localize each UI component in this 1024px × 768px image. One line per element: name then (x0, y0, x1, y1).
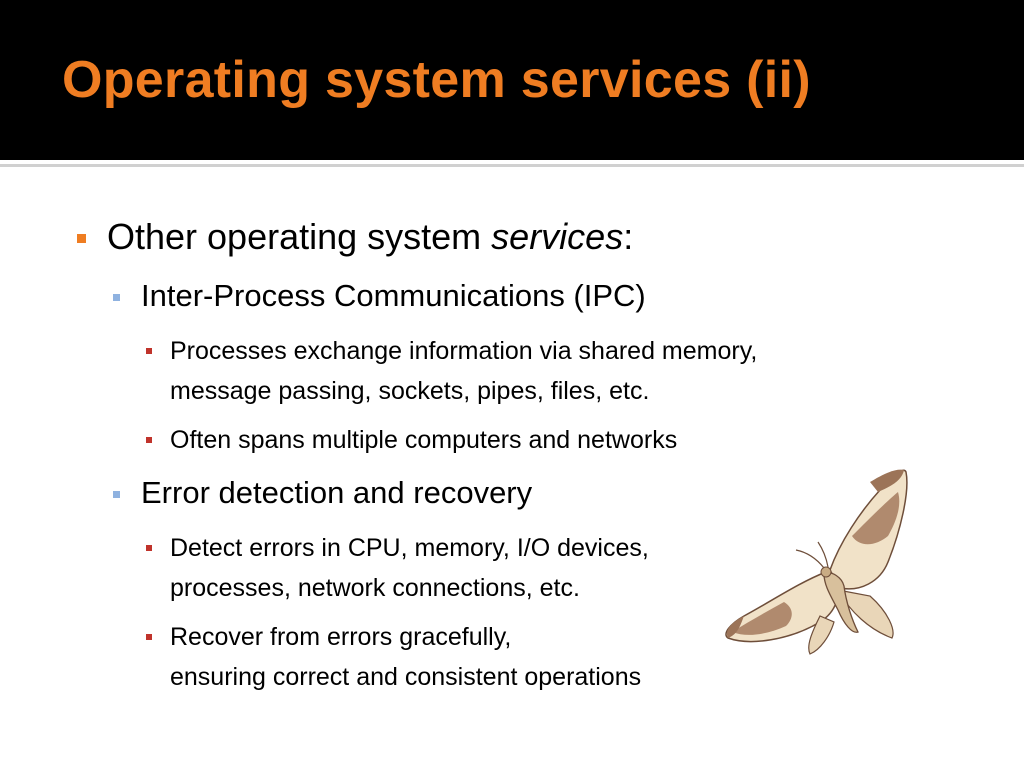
bullet-recover-errors: Recover from errors gracefully, ensuring… (170, 617, 641, 697)
bullet-colon: : (623, 216, 634, 257)
bullet-line-1: Processes exchange information via share… (170, 337, 758, 365)
bullet-ipc: Inter-Process Communications (IPC) (141, 278, 646, 313)
bullet-line-2: ensuring correct and consistent operatio… (170, 663, 642, 691)
bullet-square-blue-icon (113, 294, 120, 301)
bullet-line-2: message passing, sockets, pipes, files, … (170, 377, 650, 405)
bullet-emphasis: services (491, 216, 624, 257)
bullet-square-red-icon (146, 634, 152, 640)
bullet-square-orange-icon (77, 234, 86, 243)
bullet-square-blue-icon (113, 491, 120, 498)
bullet-square-red-icon (146, 437, 152, 443)
moth-illustration-icon (725, 469, 908, 655)
bullet-text: Other operating system (107, 216, 492, 257)
bullet-line-1: Detect errors in CPU, memory, I/O device… (170, 534, 649, 562)
bullet-other-services: Other operating system services: (107, 216, 633, 258)
bullet-error-detection: Error detection and recovery (141, 475, 533, 510)
bullet-square-red-icon (146, 545, 152, 551)
title-bar: Operating system services (ii) (0, 0, 1024, 160)
bullet-square-red-icon (146, 348, 152, 354)
bullet-processes-exchange: Processes exchange information via share… (170, 331, 757, 411)
bullet-detect-errors: Detect errors in CPU, memory, I/O device… (170, 528, 649, 608)
bullet-spans-networks: Often spans multiple computers and netwo… (170, 426, 678, 454)
bullet-line-2: processes, network connections, etc. (170, 574, 580, 602)
slide-title: Operating system services (ii) (62, 51, 811, 109)
title-divider (0, 164, 1024, 167)
bullet-line-1: Recover from errors gracefully, (170, 623, 512, 651)
